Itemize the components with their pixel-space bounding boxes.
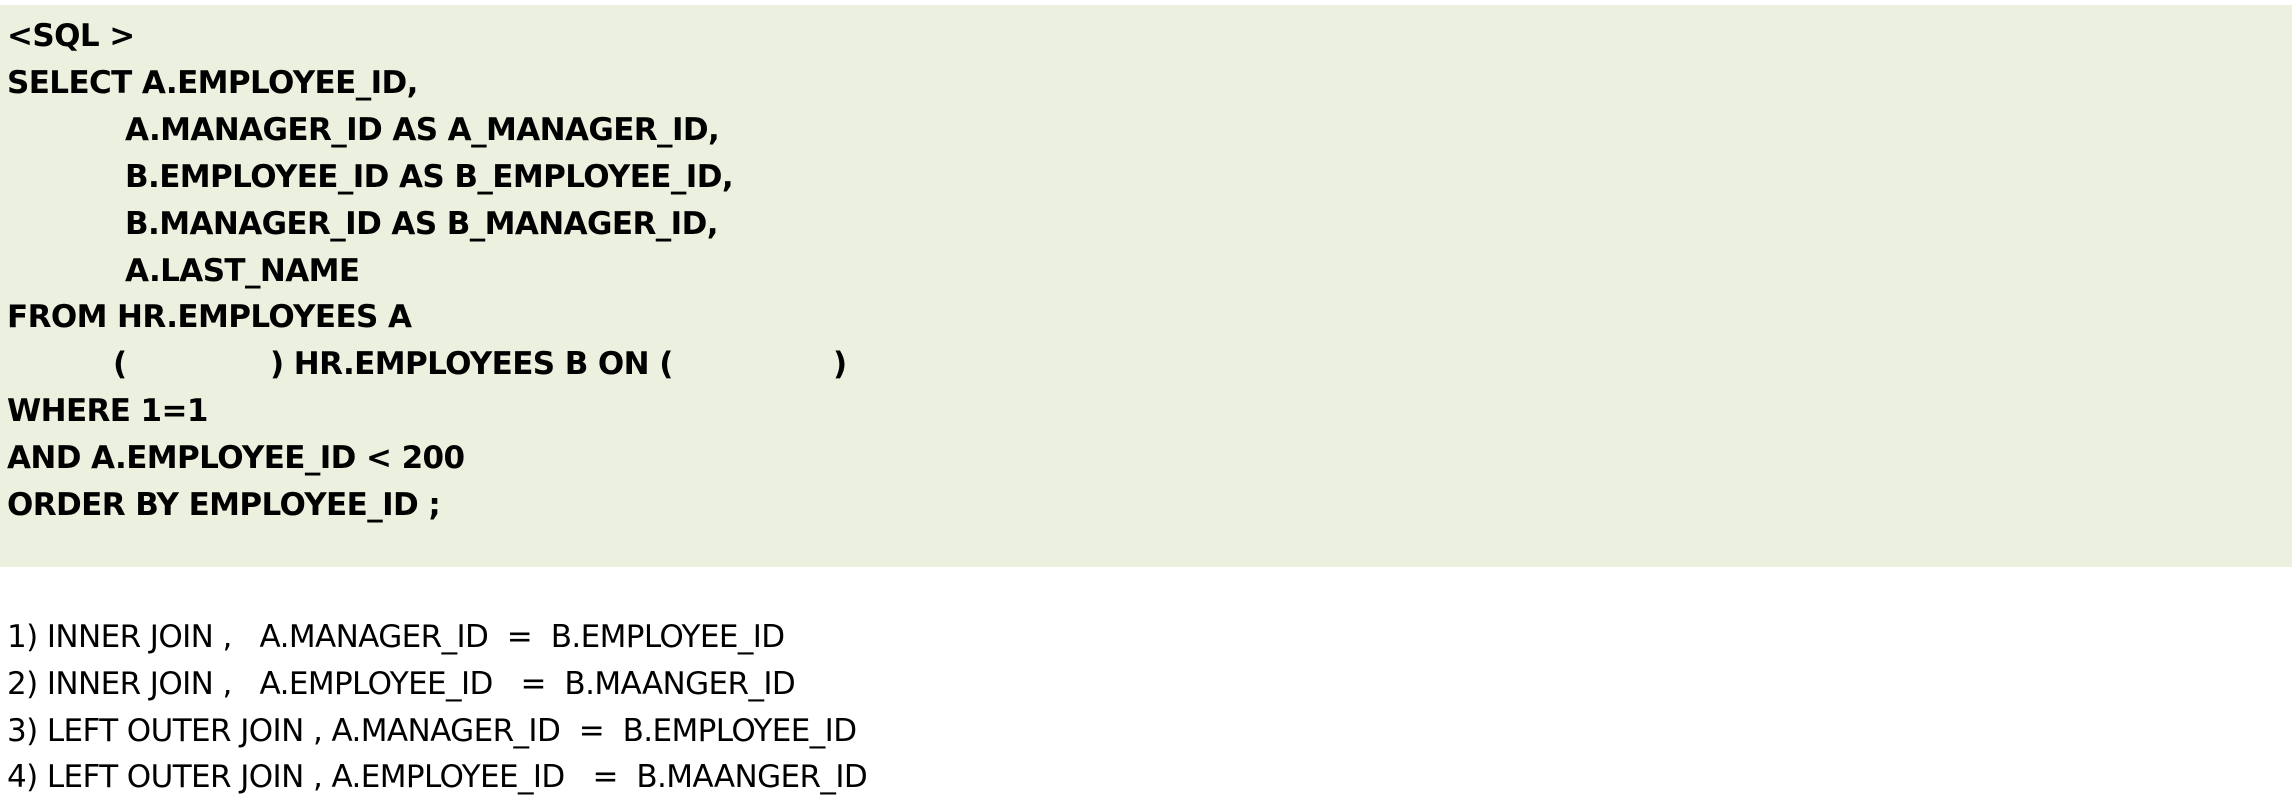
sql-line-where: WHERE 1=1 xyxy=(7,393,208,429)
answer-option-3: 3) LEFT OUTER JOIN , A.MANAGER_ID = B.EM… xyxy=(7,713,857,749)
sql-line-b-employee: B.EMPLOYEE_ID AS B_EMPLOYEE_ID, xyxy=(125,159,734,195)
sql-line-from: FROM HR.EMPLOYEES A xyxy=(7,299,412,335)
sql-code-block: <SQL > SELECT A.EMPLOYEE_ID, A.MANAGER_I… xyxy=(0,5,2292,567)
answer-option-2: 2) INNER JOIN , A.EMPLOYEE_ID = B.MAANGE… xyxy=(7,666,796,702)
sql-header: <SQL > xyxy=(7,18,135,54)
sql-line-b-manager: B.MANAGER_ID AS B_MANAGER_ID, xyxy=(125,206,718,242)
sql-line-select: SELECT A.EMPLOYEE_ID, xyxy=(7,65,418,101)
join-open-paren: ( xyxy=(113,346,127,382)
sql-line-and: AND A.EMPLOYEE_ID < 200 xyxy=(7,440,465,476)
sql-line-a-manager: A.MANAGER_ID AS A_MANAGER_ID, xyxy=(125,112,720,148)
sql-line-last-name: A.LAST_NAME xyxy=(125,253,360,289)
answer-option-1: 1) INNER JOIN , A.MANAGER_ID = B.EMPLOYE… xyxy=(7,619,785,655)
join-middle-text: ) HR.EMPLOYEES B ON ( xyxy=(270,346,673,382)
sql-line-order-by: ORDER BY EMPLOYEE_ID ; xyxy=(7,487,441,523)
answer-option-4: 4) LEFT OUTER JOIN , A.EMPLOYEE_ID = B.M… xyxy=(7,759,868,795)
join-close-paren: ) xyxy=(833,346,847,382)
sql-line-join-blank: ( ) HR.EMPLOYEES B ON ( ) xyxy=(7,341,907,388)
